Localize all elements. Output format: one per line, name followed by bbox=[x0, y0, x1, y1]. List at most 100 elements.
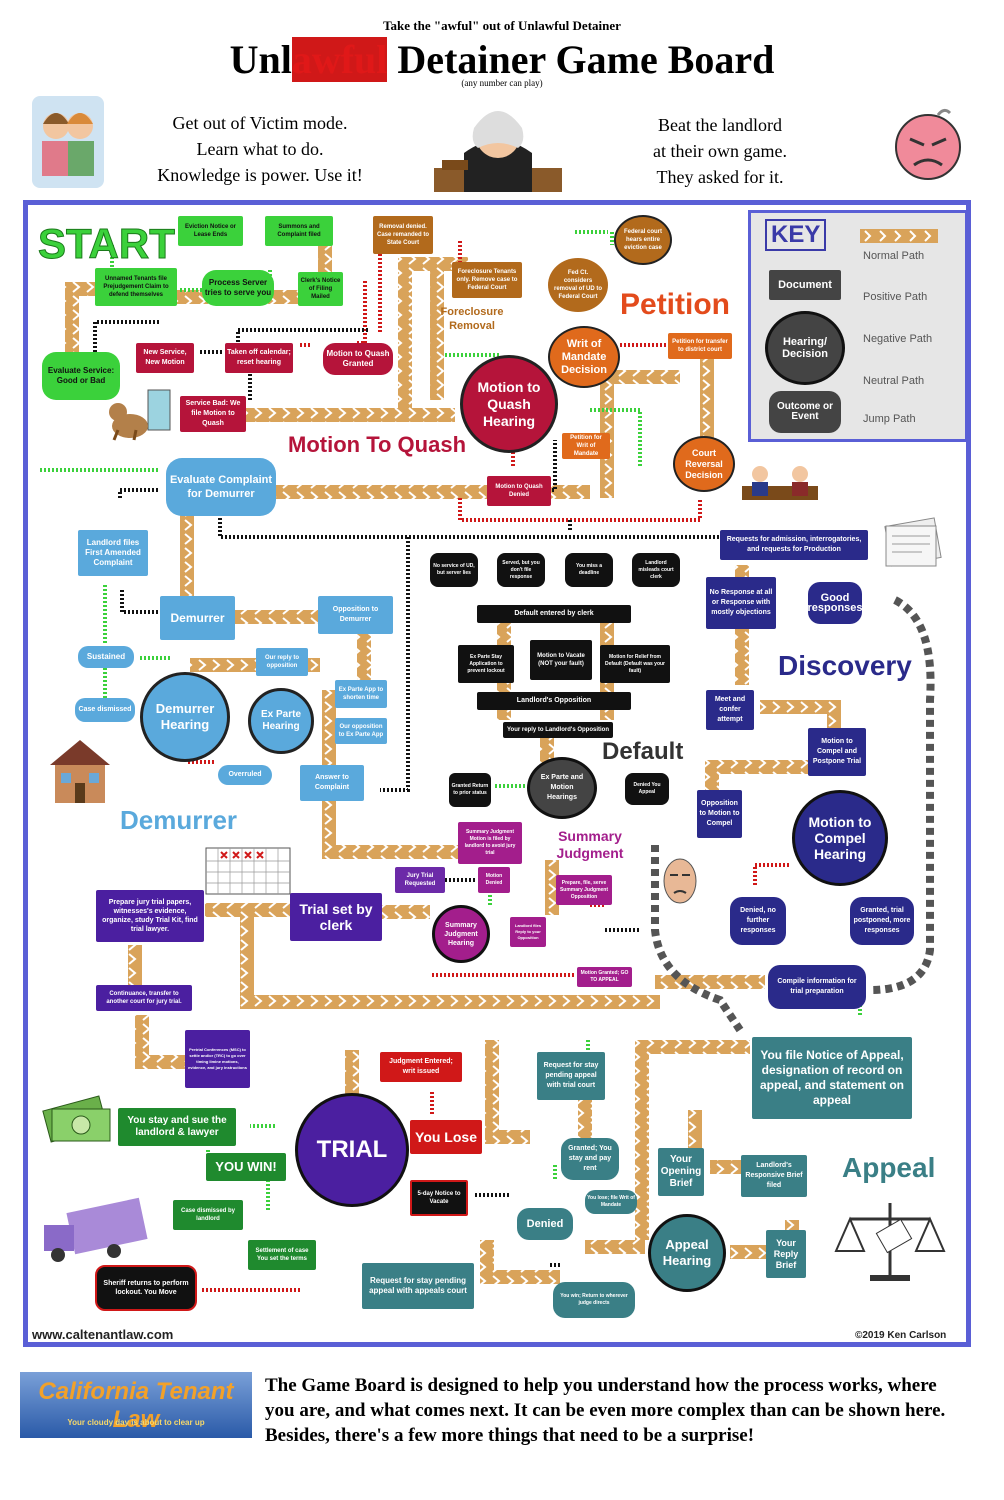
reply-brief-node: Your Reply Brief bbox=[766, 1230, 806, 1278]
calendar-illustration bbox=[205, 847, 291, 895]
you-lose-node: You Lose bbox=[410, 1120, 482, 1154]
slogan-line: at their own game. bbox=[653, 141, 787, 161]
writ-of-mandate-node: Writ of Mandate Decision bbox=[548, 326, 620, 388]
website-link[interactable]: www.caltenantlaw.com bbox=[32, 1327, 174, 1342]
left-slogan: Get out of Victim mode. Learn what to do… bbox=[120, 110, 400, 188]
federal-court-node: Federal court hears entire eviction case bbox=[614, 215, 672, 265]
evaluate-service-node: Evaluate Service: Good or Bad bbox=[42, 352, 120, 400]
landlord-misleads-node: Landlord misleads court clerk bbox=[632, 553, 680, 587]
fed-ct-considers-node: Fed Ct. considers removal of UD to Feder… bbox=[548, 258, 608, 312]
continuance-node: Continuance, transfer to another court f… bbox=[96, 985, 192, 1011]
demurrer-node: Demurrer bbox=[160, 596, 235, 640]
money-illustration bbox=[38, 1085, 118, 1150]
sj-motion-filed-node: Summary Judgment Motion is filed by land… bbox=[458, 822, 522, 864]
slogan-line: Beat the landlord bbox=[658, 115, 782, 135]
right-slogan: Beat the landlord at their own game. The… bbox=[600, 112, 840, 190]
demurrer-label: Demurrer bbox=[120, 805, 238, 835]
key-document: Document bbox=[769, 270, 841, 300]
opposition-demurrer-node: Opposition to Demurrer bbox=[318, 596, 393, 634]
taken-off-node: Taken off calendar; reset hearing bbox=[225, 343, 293, 373]
dog-illustration bbox=[100, 388, 175, 448]
case-dismissed-node: Case dismissed bbox=[75, 698, 135, 722]
our-opposition-node: Our opposition to Ex Parte App bbox=[335, 718, 387, 744]
settlement-node: Settlement of case You set the terms bbox=[248, 1240, 316, 1270]
slogan-line: Learn what to do. bbox=[196, 139, 324, 159]
mtq-denied-node: Motion to Quash Denied bbox=[487, 476, 551, 506]
key-normal-path-label: Normal Path bbox=[863, 250, 925, 262]
sj-hearing-node: Summary Judgment Hearing bbox=[432, 905, 490, 963]
five-day-notice-node: 5-day Notice to Vacate bbox=[410, 1180, 468, 1216]
unnamed-tenants-node: Unnamed Tenants file Prejudgement Claim … bbox=[95, 268, 177, 306]
tagline: Take the "awful" out of Unlawful Detaine… bbox=[383, 18, 621, 33]
key-hearing: Hearing/ Decision bbox=[765, 311, 845, 385]
sheriff-node: Sheriff returns to perform lockout. You … bbox=[95, 1265, 197, 1311]
mtq-label: Motion To Quash bbox=[288, 432, 467, 457]
title-part: Unl bbox=[229, 37, 292, 82]
logo-title: California Tenant Law bbox=[38, 1378, 234, 1433]
key-title: KEY bbox=[765, 219, 827, 251]
denied-appeal-node: Denied You Appeal bbox=[625, 773, 669, 805]
good-responses-node: Good responses bbox=[808, 582, 863, 624]
page-title: Unlawful Detainer Game Board bbox=[0, 36, 1004, 83]
key-positive-path-label: Positive Path bbox=[863, 291, 928, 303]
summons-node: Summons and Complaint filed bbox=[265, 216, 333, 246]
ex-parte-app-node: Ex Parte App to shorten time bbox=[335, 680, 387, 708]
ex-parte-hearing-node: Ex Parte Hearing bbox=[248, 688, 314, 754]
slogan-line: They asked for it. bbox=[656, 167, 784, 187]
prepare-file-serve-node: Prepare, file, serve Summary Judgment Op… bbox=[556, 875, 612, 905]
petition-label: Petition bbox=[620, 288, 730, 321]
trial-set-node: Trial set by clerk bbox=[290, 893, 382, 941]
request-stay-trial-node: Request for stay pending appeal with tri… bbox=[537, 1052, 605, 1100]
you-stay-sue-node: You stay and sue the landlord & lawyer bbox=[118, 1108, 236, 1146]
old-man-illustration bbox=[660, 853, 700, 909]
petition-transfer-node: Petition for transfer to district court bbox=[668, 333, 732, 359]
appeal-label: Appeal bbox=[842, 1152, 936, 1183]
key-jump-path-label: Jump Path bbox=[863, 413, 916, 425]
you-win-return-node: You win; Return to wherever judge direct… bbox=[553, 1282, 635, 1318]
default-label: Default bbox=[602, 738, 684, 765]
opposition-compel-node: Opposition to Motion to Compel bbox=[697, 790, 742, 838]
slogan-line: Get out of Victim mode. bbox=[172, 113, 348, 133]
process-server-node: Process Server tries to serve you bbox=[202, 270, 274, 306]
denied-no-further-node: Denied, no further responses bbox=[730, 897, 786, 945]
california-tenant-law-logo: California Tenant Law Your cloudy day is… bbox=[20, 1372, 252, 1438]
case-dismissed-landlord-node: Case dismissed by landlord bbox=[173, 1200, 243, 1230]
title-part-red: awful bbox=[291, 37, 388, 82]
demurrer-hearing-node: Demurrer Hearing bbox=[140, 672, 230, 762]
answer-node: Answer to Complaint bbox=[300, 765, 364, 801]
motion-to-compel-node: Motion to Compel Hearing bbox=[792, 790, 888, 886]
served-dont-node: Served, but you don't file response bbox=[497, 553, 545, 587]
footer-description: The Game Board is designed to help you u… bbox=[265, 1375, 946, 1446]
key-neutral-path-label: Neutral Path bbox=[863, 375, 925, 387]
granted-trial-node: Granted, trial postponed, more responses bbox=[850, 897, 914, 945]
granted-stay-node: Granted; You stay and pay rent bbox=[561, 1138, 619, 1180]
meeting-illustration bbox=[742, 458, 818, 508]
new-service-node: New Service, New Motion bbox=[136, 343, 194, 373]
denied-node: Denied bbox=[517, 1208, 573, 1240]
motion-vacate-node: Motion to Vacate (NOT your fault) bbox=[530, 640, 592, 680]
summary-judgment-label: Summary Judgment bbox=[556, 828, 624, 861]
default-entered-node: Default entered by clerk bbox=[477, 605, 631, 623]
scales-illustration bbox=[830, 1195, 950, 1285]
your-reply-opposition-node: Your reply to Landlord's Opposition bbox=[503, 722, 613, 738]
title-part: Detainer Game Board bbox=[387, 37, 775, 82]
service-bad-node: Service Bad: We file Motion to Quash bbox=[180, 396, 246, 432]
removal-denied-node: Removal denied. Case remanded to State C… bbox=[373, 216, 433, 254]
you-win-node: YOU WIN! bbox=[206, 1153, 286, 1181]
ex-parte-motion-hearings-node: Ex Parte and Motion Hearings bbox=[527, 757, 597, 819]
key-path-samples bbox=[860, 229, 938, 243]
sustained-node: Sustained bbox=[78, 646, 134, 668]
ex-parte-stay-node: Ex Parte Stay Application to prevent loc… bbox=[458, 645, 514, 683]
court-reversal-node: Court Reversal Decision bbox=[673, 436, 735, 492]
compile-info-node: Compile information for trial preparatio… bbox=[768, 965, 866, 1009]
judge-illustration bbox=[434, 98, 562, 192]
you-lose-writ-node: You lose; file Writ of Mandate bbox=[585, 1190, 637, 1214]
pretrial-conf-node: Pretrial Conferences (MSC) to settle and… bbox=[185, 1030, 250, 1088]
motion-compel-postpone-node: Motion to Compel and Postpone Trial bbox=[808, 728, 866, 776]
motion-relief-node: Motion for Relief from Default (Default … bbox=[600, 645, 670, 683]
mtq-hearing-node: Motion to Quash Hearing bbox=[460, 355, 558, 453]
requests-admission-node: Requests for admission, interrogatories,… bbox=[720, 530, 868, 560]
you-miss-node: You miss a deadline bbox=[565, 553, 613, 587]
no-response-node: No Response at all or Response with most… bbox=[706, 577, 776, 629]
moving-truck-illustration bbox=[40, 1195, 150, 1265]
